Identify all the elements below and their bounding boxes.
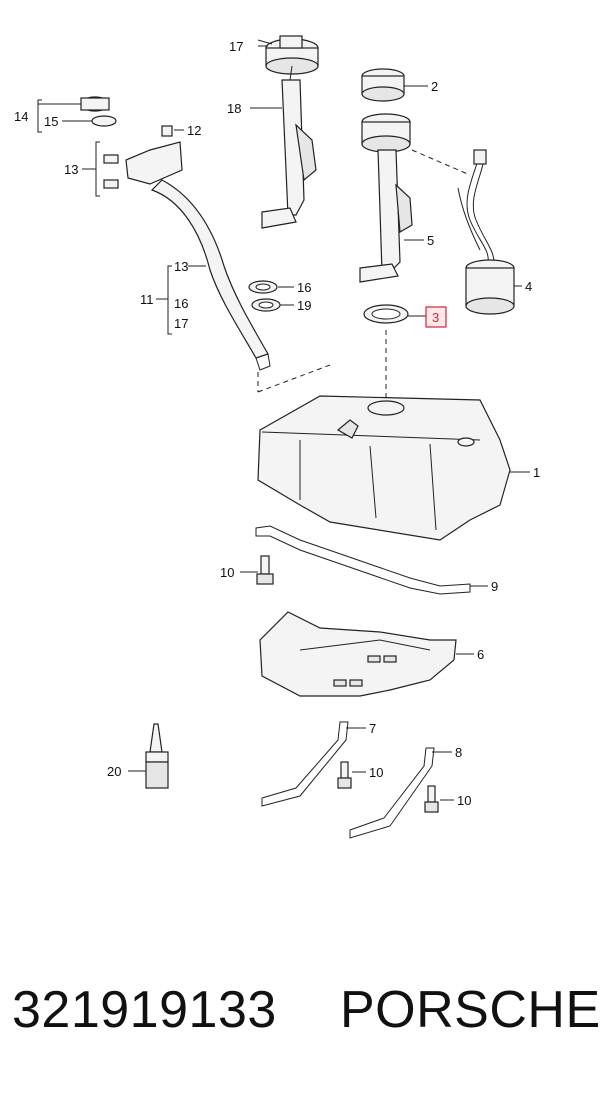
callout-7: 7: [369, 721, 376, 736]
part-11-filler-tube: [150, 179, 271, 371]
part-number: 321919133: [12, 981, 277, 1039]
callout-10-a: 10: [220, 565, 234, 580]
callout-10-c: 10: [457, 793, 471, 808]
callout-18: 17: [229, 39, 243, 54]
part-4-fuel-pump: [457, 149, 515, 315]
part-2-lock-ring: [361, 68, 405, 102]
callout-5: 5: [427, 233, 434, 248]
callout-13-b: 13: [174, 259, 188, 274]
part-5-fuel-pump-module: [359, 113, 413, 283]
leader-lines: [37, 45, 530, 801]
part-10-bolt-a: [256, 555, 274, 585]
callout-6: 6: [477, 647, 484, 662]
part-3-seal-ring: [363, 304, 409, 324]
callout-1: 1: [533, 465, 540, 480]
callout-19: 18: [227, 101, 241, 116]
part-13-bracket: [103, 141, 183, 189]
part-19-level-sender: [261, 65, 317, 229]
callout-13-a: 13: [64, 162, 78, 177]
part-14-cap: [80, 96, 110, 112]
callout-labels: 17 18 2 5 4 3 1 9 6 7 8 10 10 10 20 12 1…: [14, 39, 540, 808]
part-18-sender-flange: [257, 35, 319, 75]
brand-name: PORSCHE: [340, 981, 600, 1039]
part-6-heat-shield: [259, 611, 457, 697]
callout-3: 3: [432, 310, 439, 325]
part-17-grommet: [251, 298, 281, 312]
callout-15: 15: [44, 114, 58, 129]
part-20-sealant-tube: [145, 723, 169, 789]
callout-10-b: 10: [369, 765, 383, 780]
callout-16-a: 16: [174, 296, 188, 311]
part-16-grommet: [248, 280, 278, 294]
callout-20: 20: [107, 764, 121, 779]
callout-17-b: 19: [297, 298, 311, 313]
callout-11: 11: [140, 292, 154, 307]
callout-8: 8: [455, 745, 462, 760]
part-9-tank-strap: [255, 525, 471, 595]
callout-17-a: 17: [174, 316, 188, 331]
callout-4: 4: [525, 279, 532, 294]
part-12-clip: [161, 125, 173, 137]
callout-2: 2: [431, 79, 438, 94]
callout-3-highlight: [425, 306, 447, 328]
part-15-seal: [91, 115, 117, 127]
caption: 321919133 PORSCHE: [0, 980, 600, 1060]
callout-14: 14: [14, 109, 28, 124]
part-1-fuel-tank: [257, 395, 511, 541]
callout-9: 9: [491, 579, 498, 594]
callout-12: 12: [187, 123, 201, 138]
callout-16-b: 16: [297, 280, 311, 295]
part-8-strap-bracket: [349, 747, 439, 839]
part-7-strap-bracket: [261, 721, 352, 807]
